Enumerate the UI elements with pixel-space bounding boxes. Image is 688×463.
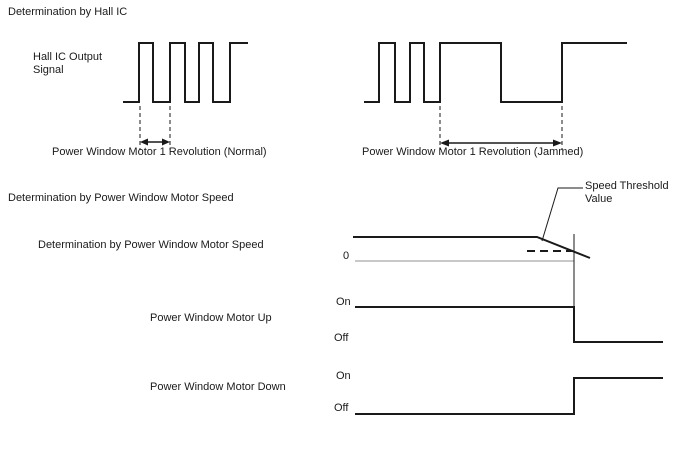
- threshold-callout-line: [541, 187, 583, 242]
- jammed-revolution-arrow: [440, 139, 562, 147]
- speed-section-heading: Determination by Power Window Motor Spee…: [8, 192, 234, 204]
- motor-up-off-label: Off: [334, 332, 349, 344]
- hall-jammed-waveform: [364, 42, 627, 103]
- motor-down-on-label: On: [336, 370, 351, 382]
- normal-revolution-marker-lines: [139, 106, 171, 150]
- motor-down-row-label: Power Window Motor Down: [150, 381, 286, 393]
- hall-ic-output-signal-label: Hall IC Output Signal: [33, 51, 103, 76]
- motor-up-signal: [355, 306, 663, 343]
- jammed-revolution-caption: Power Window Motor 1 Revolution (Jammed): [362, 146, 584, 158]
- diagram-title: Determination by Hall IC: [8, 6, 128, 18]
- motor-down-off-label: Off: [334, 402, 349, 414]
- speed-threshold-label: Speed Threshold Value: [585, 180, 669, 205]
- speed-row-label: Determination by Power Window Motor Spee…: [38, 239, 264, 251]
- motor-up-on-label: On: [336, 296, 351, 308]
- hall-normal-waveform: [123, 42, 248, 103]
- jammed-revolution-marker-lines: [439, 106, 563, 150]
- motor-down-signal: [355, 377, 663, 415]
- normal-revolution-caption: Power Window Motor 1 Revolution (Normal): [52, 146, 267, 158]
- motor-up-row-label: Power Window Motor Up: [150, 312, 272, 324]
- normal-revolution-arrow: [140, 138, 170, 146]
- zero-axis-label: 0: [343, 250, 350, 262]
- motor-speed-trace: [353, 236, 591, 259]
